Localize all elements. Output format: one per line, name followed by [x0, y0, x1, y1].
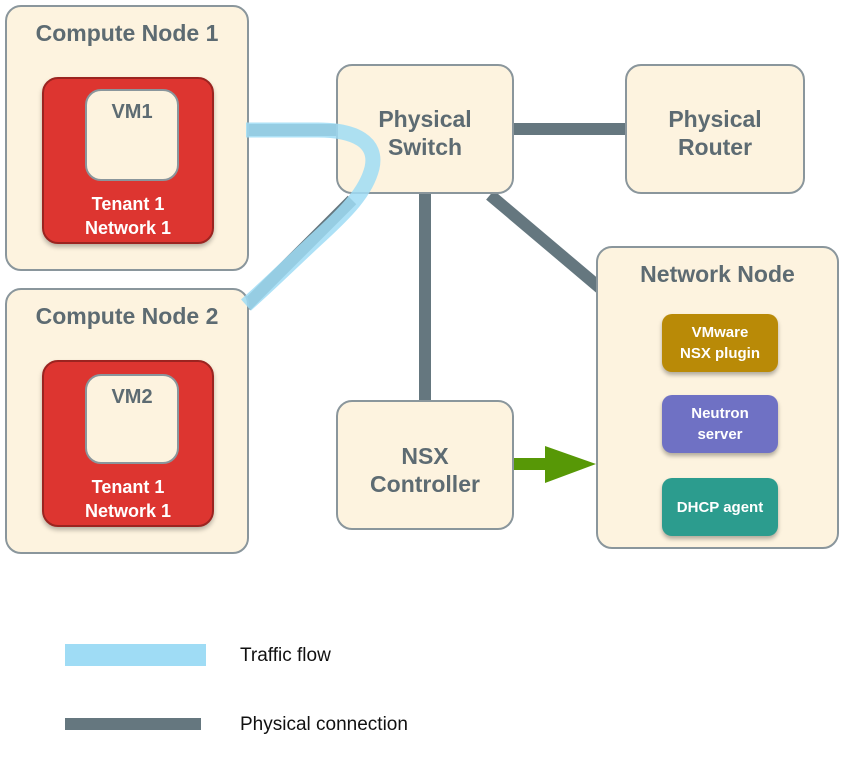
- physical-switch: Physical Switch: [336, 64, 514, 194]
- physical-router-title: Physical Router: [668, 106, 762, 160]
- arrow-head: [545, 446, 596, 483]
- link-switch-compute2: [241, 195, 357, 311]
- legend-physical-connection-label: Physical connection: [240, 714, 408, 735]
- vmware-nsx-plugin: VMware NSX plugin: [662, 314, 778, 372]
- physical-switch-title: Physical Switch: [378, 106, 472, 160]
- tenant-network-2: VM2 Tenant 1 Network 1: [42, 360, 214, 527]
- compute-node-2-title: Compute Node 2: [35, 303, 219, 329]
- vm1: VM1: [85, 89, 179, 181]
- physical-router: Physical Router: [625, 64, 805, 194]
- link-switch-network-node: [486, 190, 604, 293]
- compute-node-1-title: Compute Node 1: [35, 20, 219, 46]
- tenant-network-1-label: Tenant 1 Network 1: [84, 194, 172, 238]
- compute-node-1: Compute Node 1 VM1 Tenant 1 Network 1: [5, 5, 249, 271]
- vm2: VM2: [85, 374, 179, 464]
- tenant-network-2-label: Tenant 1 Network 1: [84, 477, 172, 521]
- neutron-server: Neutron server: [662, 395, 778, 453]
- network-node: Network Node VMware NSX plugin Neutron s…: [596, 246, 839, 549]
- nsx-controller: NSX Controller: [336, 400, 514, 530]
- arrow-shaft: [513, 458, 553, 470]
- dhcp-agent: DHCP agent: [662, 478, 778, 536]
- legend-traffic-flow-swatch: [65, 644, 206, 666]
- nsx-controller-title: NSX Controller: [370, 443, 480, 497]
- network-node-title: Network Node: [640, 261, 795, 287]
- compute-node-2: Compute Node 2 VM2 Tenant 1 Network 1: [5, 288, 249, 554]
- legend-physical-connection-swatch: [65, 718, 201, 730]
- vm2-label: VM2: [111, 386, 153, 408]
- legend-traffic-flow-label: Traffic flow: [240, 645, 331, 666]
- tenant-network-1: VM1 Tenant 1 Network 1: [42, 77, 214, 244]
- vm1-label: VM1: [111, 101, 153, 123]
